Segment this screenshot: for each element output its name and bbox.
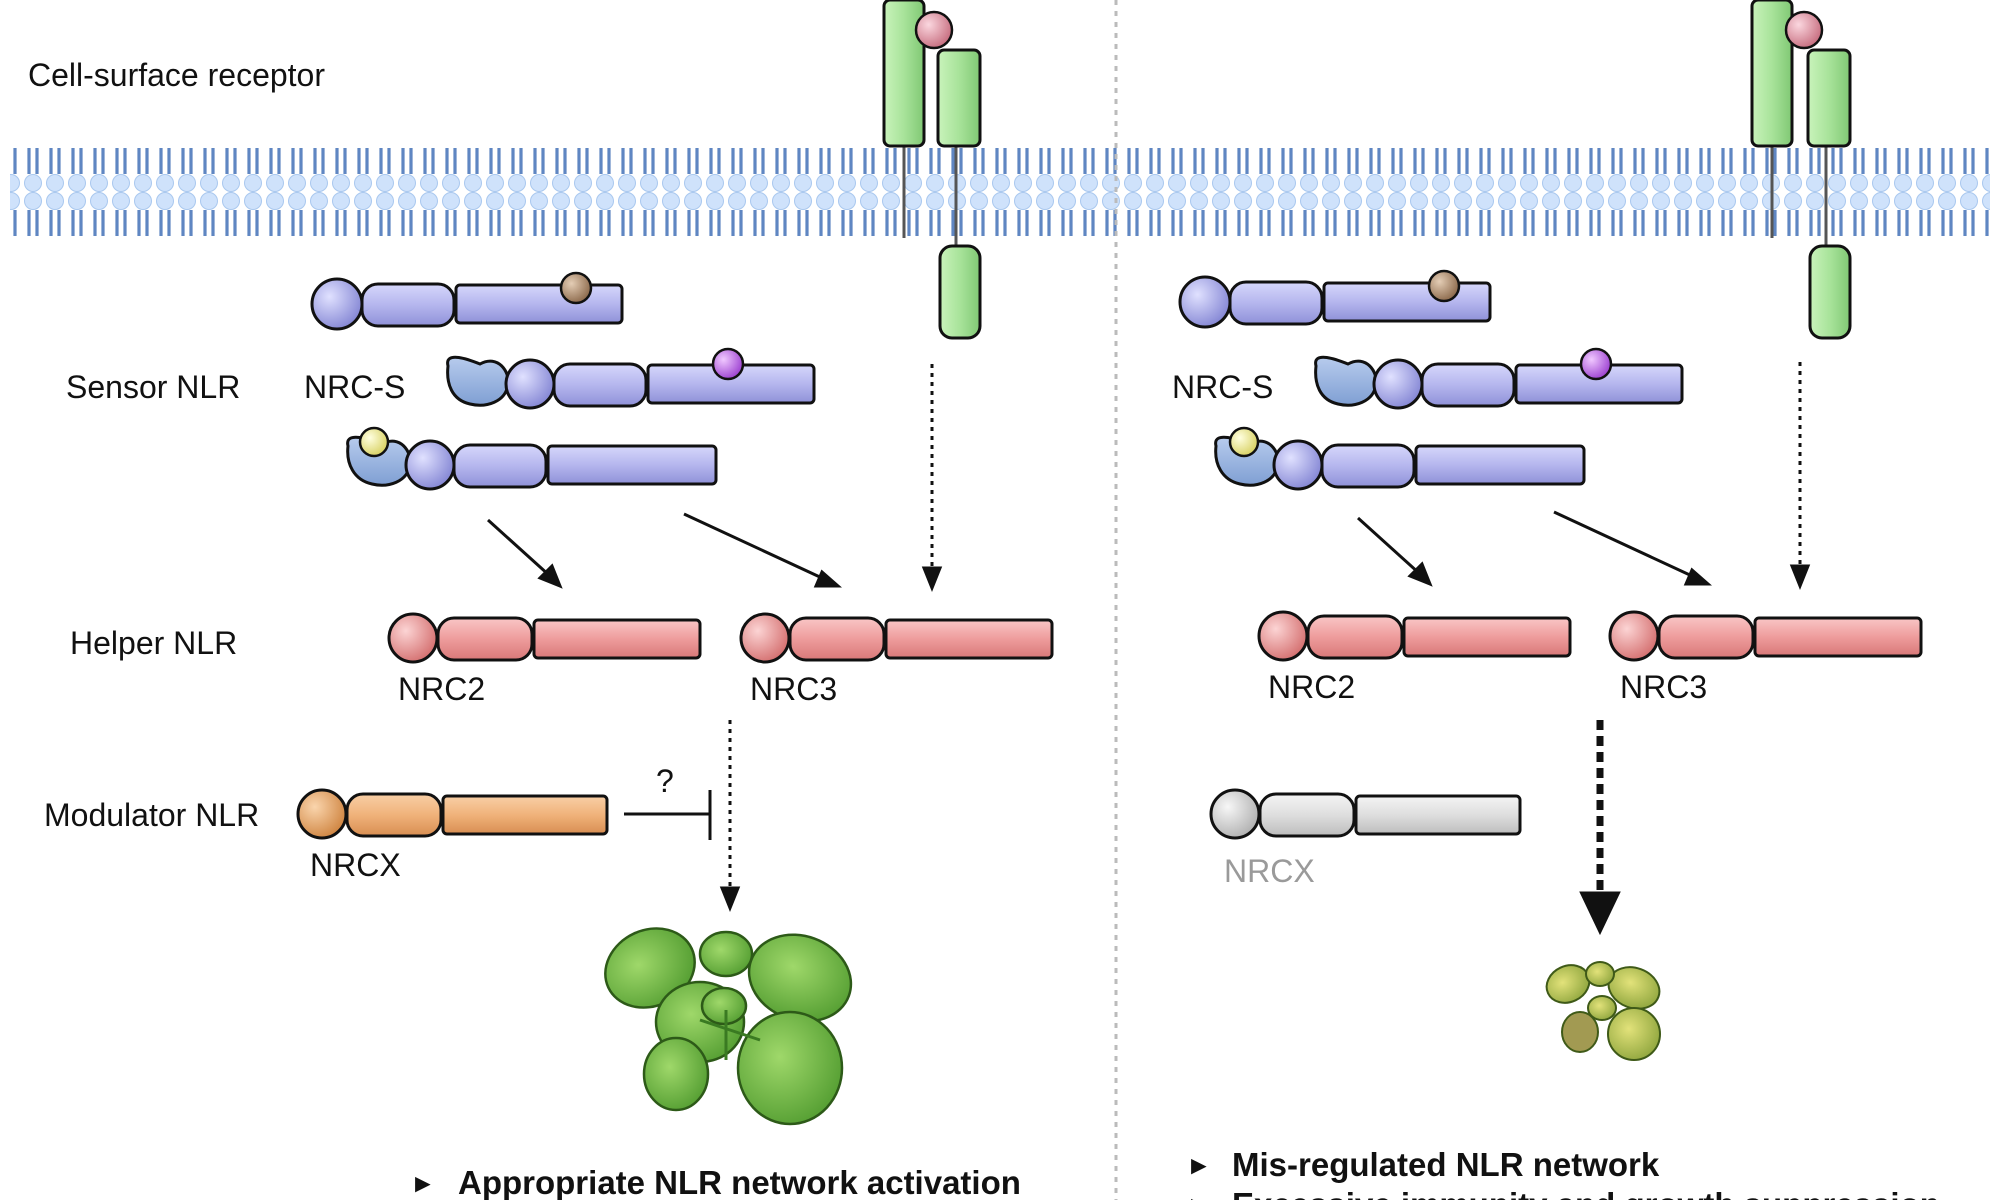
bullet-icon: ► (1186, 1150, 1212, 1180)
cell-surface-receptor-left (882, 0, 982, 340)
bullet-icon: ► (410, 1168, 436, 1198)
ligand-pink-icon (914, 10, 954, 50)
effector-brown-icon (1427, 269, 1461, 303)
outcome-left-text: Appropriate NLR network activation (458, 1164, 1021, 1200)
plasma-membrane (10, 144, 1990, 240)
healthy-plant-icon (604, 927, 853, 1126)
helper-nlr-nrc3-left (739, 612, 1054, 664)
nrcx-label-left: NRCX (310, 847, 401, 883)
sensor-to-helper-arrows-left (486, 364, 943, 593)
question-mark: ? (656, 763, 674, 799)
sensor-nlr-protein-1 (310, 271, 624, 331)
outcome-right-text-1: Mis-regulated NLR network (1232, 1146, 1660, 1183)
outcome-left: ► Appropriate NLR network activation (410, 1164, 1021, 1200)
right-panel (1178, 0, 1923, 1061)
modulator-nlr-label: Modulator NLR (44, 797, 259, 833)
bullet-icon: ► (1186, 1190, 1212, 1200)
sensor-nlr-label: Sensor NLR (66, 369, 240, 405)
ligand-pink-icon (1784, 10, 1824, 50)
effector-violet-icon (711, 347, 745, 381)
helper-to-plant-arrow-right (1579, 720, 1621, 936)
helper-nlr-nrc3-right (1608, 610, 1923, 662)
nrc2-label-right: NRC2 (1268, 669, 1355, 705)
left-panel (296, 0, 1054, 1126)
helper-to-plant-arrow-left (719, 720, 741, 913)
cell-surface-receptor-label: Cell-surface receptor (28, 57, 325, 93)
helper-nlr-nrc2-right (1257, 610, 1572, 662)
cell-surface-receptor-right (1750, 0, 1852, 340)
sensor-nlr-protein-2-right (1314, 347, 1684, 410)
effector-violet-icon (1579, 347, 1613, 381)
nrc-s-label-right: NRC-S (1172, 369, 1273, 405)
sensor-nlr-protein-3-right (1214, 426, 1586, 491)
nrc2-label-left: NRC2 (398, 671, 485, 707)
helper-nlr-nrc2-left (387, 612, 702, 664)
outcome-right-text-2: Excessive immunity and growth suppressio… (1232, 1186, 1940, 1200)
nrc3-label-right: NRC3 (1620, 669, 1707, 705)
sensor-nlr-protein-2 (446, 347, 816, 410)
effector-brown-icon (559, 271, 593, 305)
stunted-plant-icon (1545, 961, 1661, 1061)
effector-yellow-icon (358, 426, 390, 458)
modulator-nlr-nrcx-right-inactive (1209, 788, 1522, 840)
sensor-nlr-protein-1-right (1178, 269, 1492, 329)
helper-nlr-label: Helper NLR (70, 625, 237, 661)
nrcx-label-right-inactive: NRCX (1224, 853, 1315, 889)
outcome-right: ► Mis-regulated NLR network ► Excessive … (1186, 1146, 1940, 1200)
sensor-to-helper-arrows-right (1356, 362, 1811, 591)
effector-yellow-icon (1228, 426, 1260, 458)
nrc3-label-left: NRC3 (750, 671, 837, 707)
inhibition-symbol (624, 790, 712, 840)
modulator-nlr-nrcx-left (296, 788, 609, 840)
sensor-nlr-protein-3 (346, 426, 718, 491)
nrc-s-label-left: NRC-S (304, 369, 405, 405)
